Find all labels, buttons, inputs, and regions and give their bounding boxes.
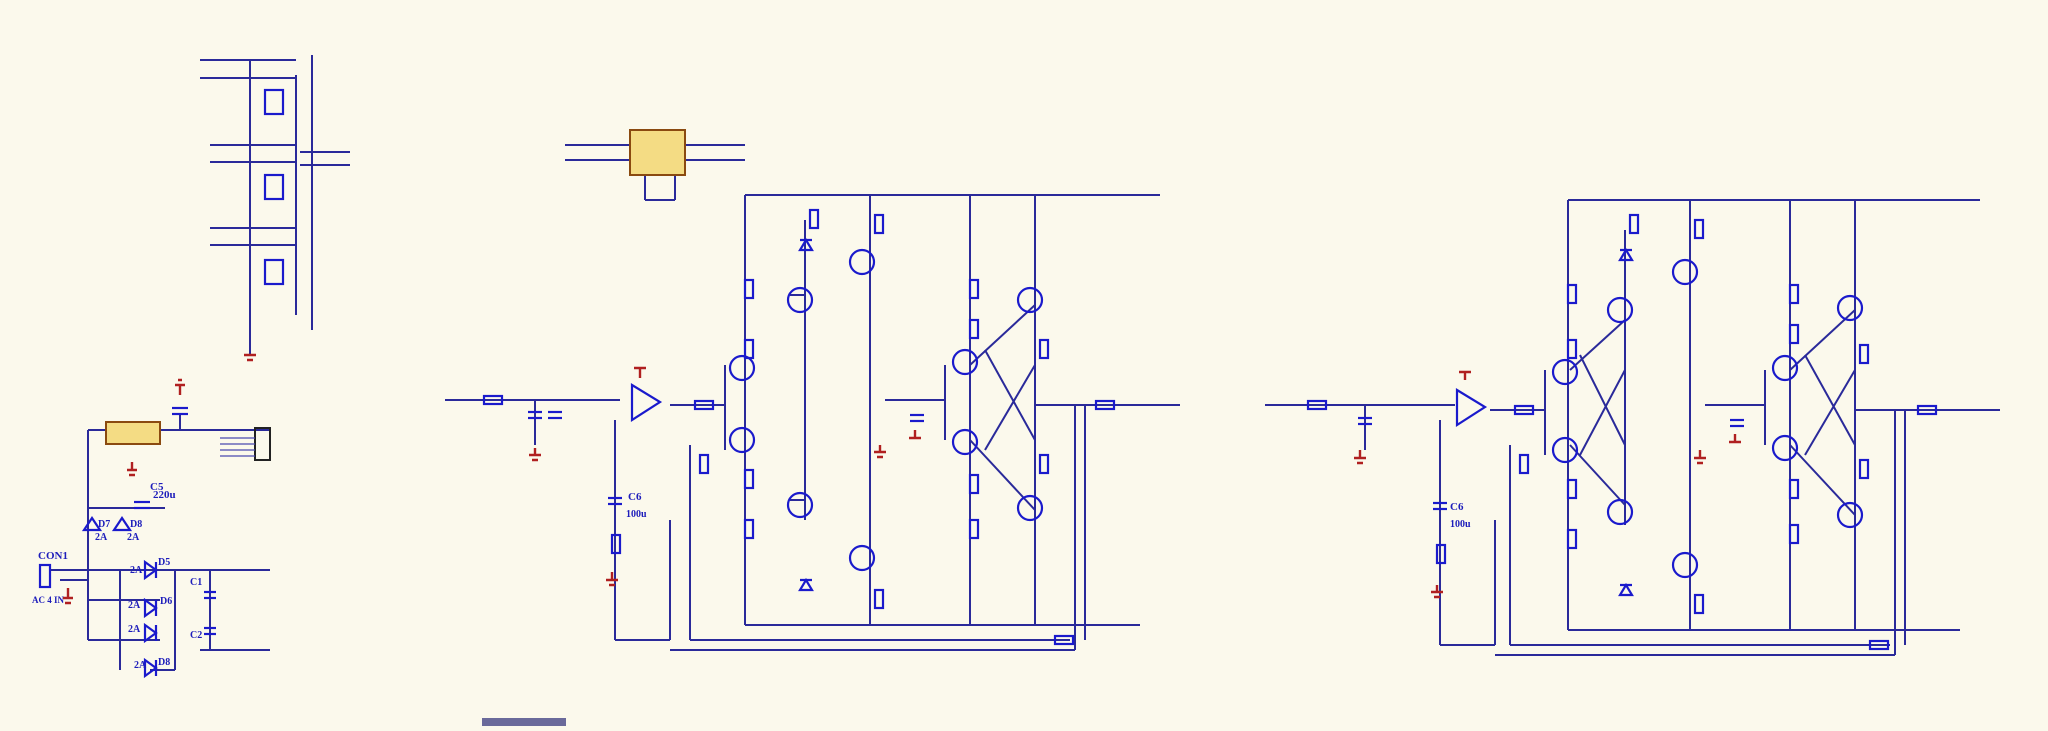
left-opamp <box>630 383 663 423</box>
ic-body <box>629 129 686 176</box>
ground-symbol <box>244 353 256 362</box>
small-ic <box>565 129 745 201</box>
right-transistor-q2 <box>1551 436 1579 464</box>
relay-coil-1 <box>263 88 285 116</box>
bridge-rating-2: 2A <box>128 600 141 611</box>
left-transistor-q3 <box>786 286 814 314</box>
bottom-tab-fragment <box>482 718 566 728</box>
d8-label: D8 <box>130 519 142 530</box>
relay-switch-bank <box>200 55 350 362</box>
left-transistor-q1 <box>728 354 756 382</box>
connector-con1 <box>38 563 52 589</box>
bridge-rating-1: 2A <box>130 565 143 576</box>
right-c6-label: C6 <box>1450 501 1464 513</box>
d6-label: D6 <box>160 596 172 607</box>
c1-label: C1 <box>190 577 202 588</box>
c5-value: 220u <box>153 489 176 501</box>
right-transistor-q8 <box>1771 434 1799 462</box>
right-c6-value: 100u <box>1450 519 1471 530</box>
output-header <box>254 427 271 461</box>
left-transistor-q2 <box>728 426 756 454</box>
left-c6-label: C6 <box>628 491 642 503</box>
left-transistor-q8 <box>951 428 979 456</box>
bridge-rating-4: 2A <box>134 660 147 671</box>
relay-coil-2 <box>263 173 285 201</box>
c2-label: C2 <box>190 630 202 641</box>
bridge-rating-3: 2A <box>128 624 141 635</box>
right-transistor-q10 <box>1836 501 1864 529</box>
amplifier-right: C6 100u <box>1265 199 2000 656</box>
relay-coil-3 <box>263 258 285 286</box>
right-transistor-q6 <box>1671 551 1699 579</box>
d5-label: D5 <box>158 557 170 568</box>
power-supply-section: C5 220u D7 D8 2A 2A CON1 AC 4 IN D5 D6 D… <box>32 378 271 679</box>
right-transistor-q7 <box>1771 354 1799 382</box>
left-transistor-q6 <box>848 544 876 572</box>
left-c6-value: 100u <box>626 509 647 520</box>
d7-label: D7 <box>98 519 110 530</box>
diode-d5 <box>143 559 158 581</box>
right-transistor-q5 <box>1671 258 1699 286</box>
left-transistor-q4 <box>786 491 814 519</box>
right-transistor-q9 <box>1836 294 1864 322</box>
d8-rating: 2A <box>127 532 140 543</box>
d7-rating: 2A <box>95 532 108 543</box>
regulator-ic <box>105 421 161 445</box>
con1-label: CON1 <box>38 550 68 562</box>
diode-d8 <box>111 516 133 532</box>
right-transistor-q4 <box>1606 498 1634 526</box>
right-transistor-q3 <box>1606 296 1634 324</box>
left-transistor-q5 <box>848 248 876 276</box>
con1-value: AC 4 IN <box>32 595 65 605</box>
d8b-label: D8 <box>158 657 170 668</box>
right-transistor-q1 <box>1551 358 1579 386</box>
diode-d6 <box>143 597 158 619</box>
left-transistor-q9 <box>1016 286 1044 314</box>
diode-d8b <box>143 657 158 679</box>
amplifier-left: C6 100u <box>445 194 1180 651</box>
c5-label: C5 <box>150 481 164 493</box>
left-transistor-q7 <box>951 348 979 376</box>
left-transistor-q10 <box>1016 494 1044 522</box>
right-opamp <box>1455 388 1488 428</box>
diode-d7 <box>81 516 103 532</box>
